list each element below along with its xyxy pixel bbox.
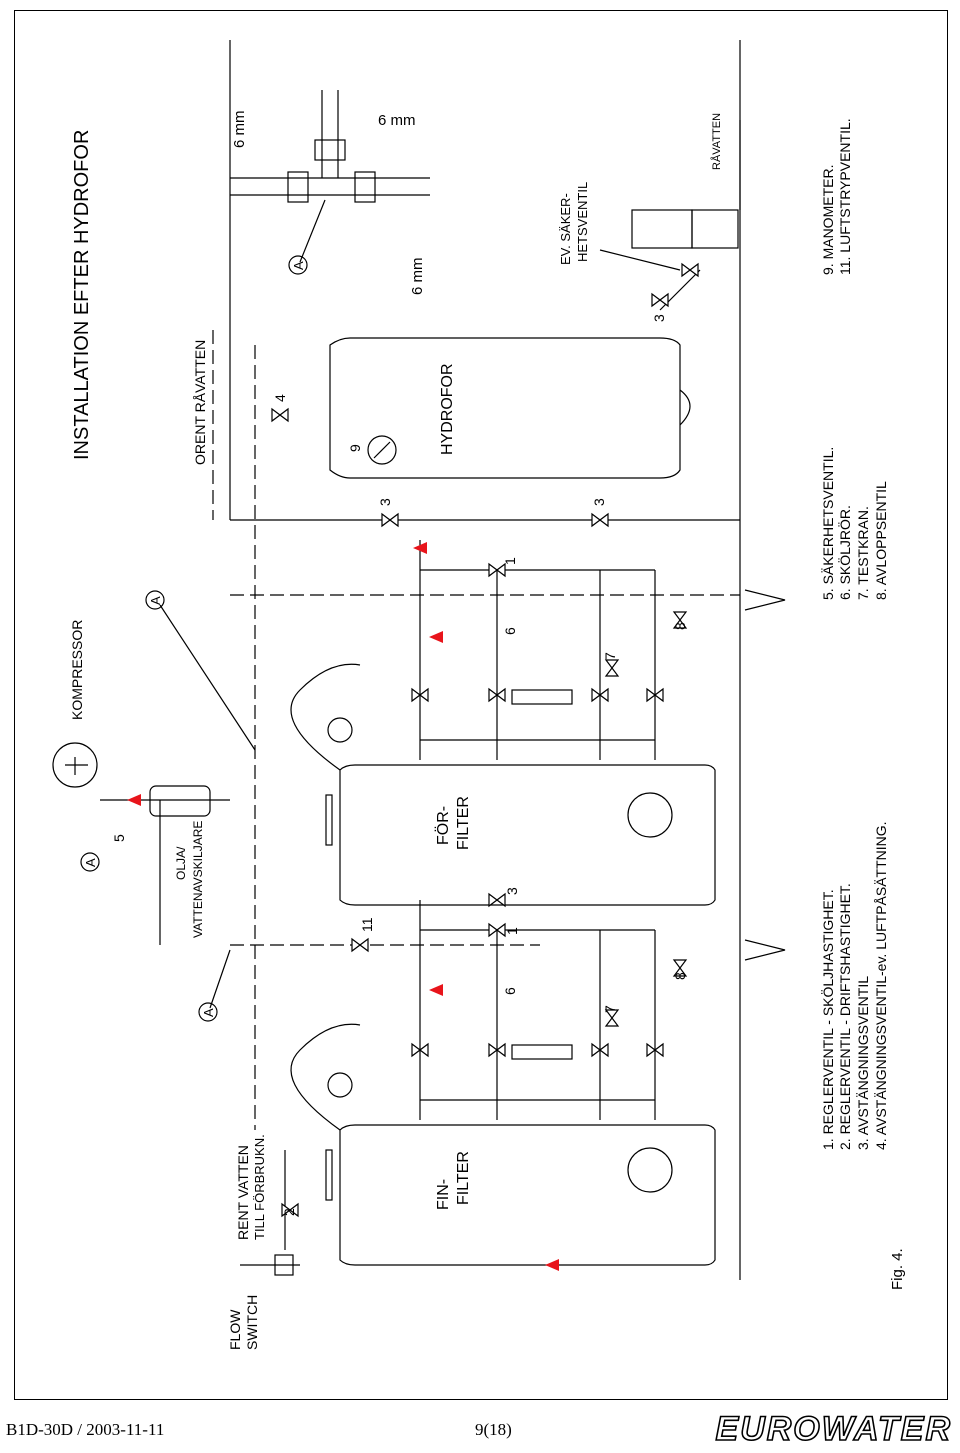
callout-7-top: 7 — [602, 652, 618, 660]
callout-6-top: 6 — [502, 627, 518, 635]
kompressor-label: KOMPRESSOR — [69, 620, 85, 720]
rent-vatten-label-2: TILL FÖRBRUKN. — [252, 1134, 267, 1240]
callout-6-bottom: 6 — [502, 987, 518, 995]
flow-switch-label-1: FLOW — [227, 1309, 243, 1350]
legend-item-3: 3. AVSTÄNGNINGSVENTIL — [855, 976, 871, 1150]
ravatten-label: RÅVATTEN — [710, 113, 723, 170]
callout-9: 9 — [347, 444, 363, 452]
legend-right: 9. MANOMETER. 11. LUFTSTRYPVENTIL. — [820, 118, 853, 275]
for-filter-label-2: FILTER — [455, 796, 472, 850]
callout-3-right: 3 — [591, 498, 607, 506]
callout-3-top: 3 — [377, 498, 393, 506]
legend-item-2: 2. REGLERVENTIL - DRIFTSHASTIGHET. — [837, 883, 853, 1150]
rent-vatten-label-1: RENT VATTEN — [235, 1145, 251, 1240]
document-id: B1D-30D / 2003-11-11 — [6, 1420, 165, 1439]
page-number: 9(18) — [475, 1420, 512, 1439]
eurowater-logo: EUROWATER — [715, 1410, 952, 1448]
ev-label-1: EV. SÄKER- — [558, 193, 573, 265]
drawing-frame — [14, 10, 948, 1400]
title-label: INSTALLATION EFTER HYDROFOR — [71, 130, 93, 460]
legend-item-11: 11. LUFTSTRYPVENTIL. — [837, 118, 853, 275]
legend-item-4: 4. AVSTÄNGNINGSVENTIL-ev. LUFTPÅSÄTTNING… — [873, 821, 889, 1150]
figure-label: Fig. 4. — [889, 1248, 906, 1290]
legend-item-9: 9. MANOMETER. — [820, 165, 836, 275]
installation-diagram: INSTALLATION EFTER HYDROFOR KOMPRESSOR O… — [52, 40, 906, 1350]
legend-item-8: 8. AVLOPPSENTIL — [873, 481, 889, 600]
callout-2: 2 — [281, 1208, 297, 1216]
callout-11: 11 — [359, 917, 375, 932]
flow-switch-label-2: SWITCH — [244, 1295, 260, 1350]
callout-a-1: A — [148, 596, 163, 605]
for-filter-label-1: FÖR- — [434, 806, 452, 845]
callout-a-3: A — [201, 1008, 216, 1017]
callout-1-top: 1 — [502, 557, 518, 565]
olja-label-1: OLJA/ — [174, 846, 188, 880]
legend-item-1: 1. REGLERVENTIL - SKÖLJHASTIGHET. — [819, 889, 836, 1150]
callout-a-2: A — [83, 858, 98, 867]
callout-1-mid: 1 — [504, 927, 520, 935]
legend-item-7: 7. TESTKRAN. — [855, 506, 871, 600]
callout-5: 5 — [111, 834, 127, 842]
page-footer: B1D-30D / 2003-11-11 9(18) EUROWATER — [0, 1410, 960, 1448]
detail-mm-right: 6 mm — [378, 112, 416, 129]
callout-3-pump: 3 — [651, 314, 667, 322]
detail-mm-top: 6 mm — [231, 111, 248, 149]
callout-a-4: A — [291, 261, 306, 270]
orent-ravatten-label: ORENT RÅVATTEN — [192, 340, 208, 465]
fin-filter-label-2: FILTER — [455, 1151, 472, 1205]
fin-filter-label-1: FIN- — [435, 1179, 452, 1210]
callout-8-top: 8 — [672, 622, 688, 630]
callout-4: 4 — [272, 394, 288, 402]
legend-item-6: 6. SKÖLJRÖR. — [836, 505, 853, 600]
detail-mm-bottom: 6 mm — [409, 258, 426, 296]
callout-8-bottom: 8 — [672, 972, 688, 980]
legend-item-5: 5. SÄKERHETSVENTIL. — [820, 447, 836, 600]
callout-7-bottom: 7 — [602, 1005, 618, 1013]
hydrofor-label: HYDROFOR — [439, 363, 456, 455]
legend-mid: 5. SÄKERHETSVENTIL. 6. SKÖLJRÖR. 7. TEST… — [820, 447, 889, 600]
olja-label-2: VATTENAVSKILJARE — [191, 821, 205, 938]
callout-3-mid: 3 — [504, 887, 520, 895]
ev-label-2: HETSVENTIL — [575, 182, 590, 262]
legend-left: 1. REGLERVENTIL - SKÖLJHASTIGHET. 2. REG… — [819, 821, 889, 1150]
